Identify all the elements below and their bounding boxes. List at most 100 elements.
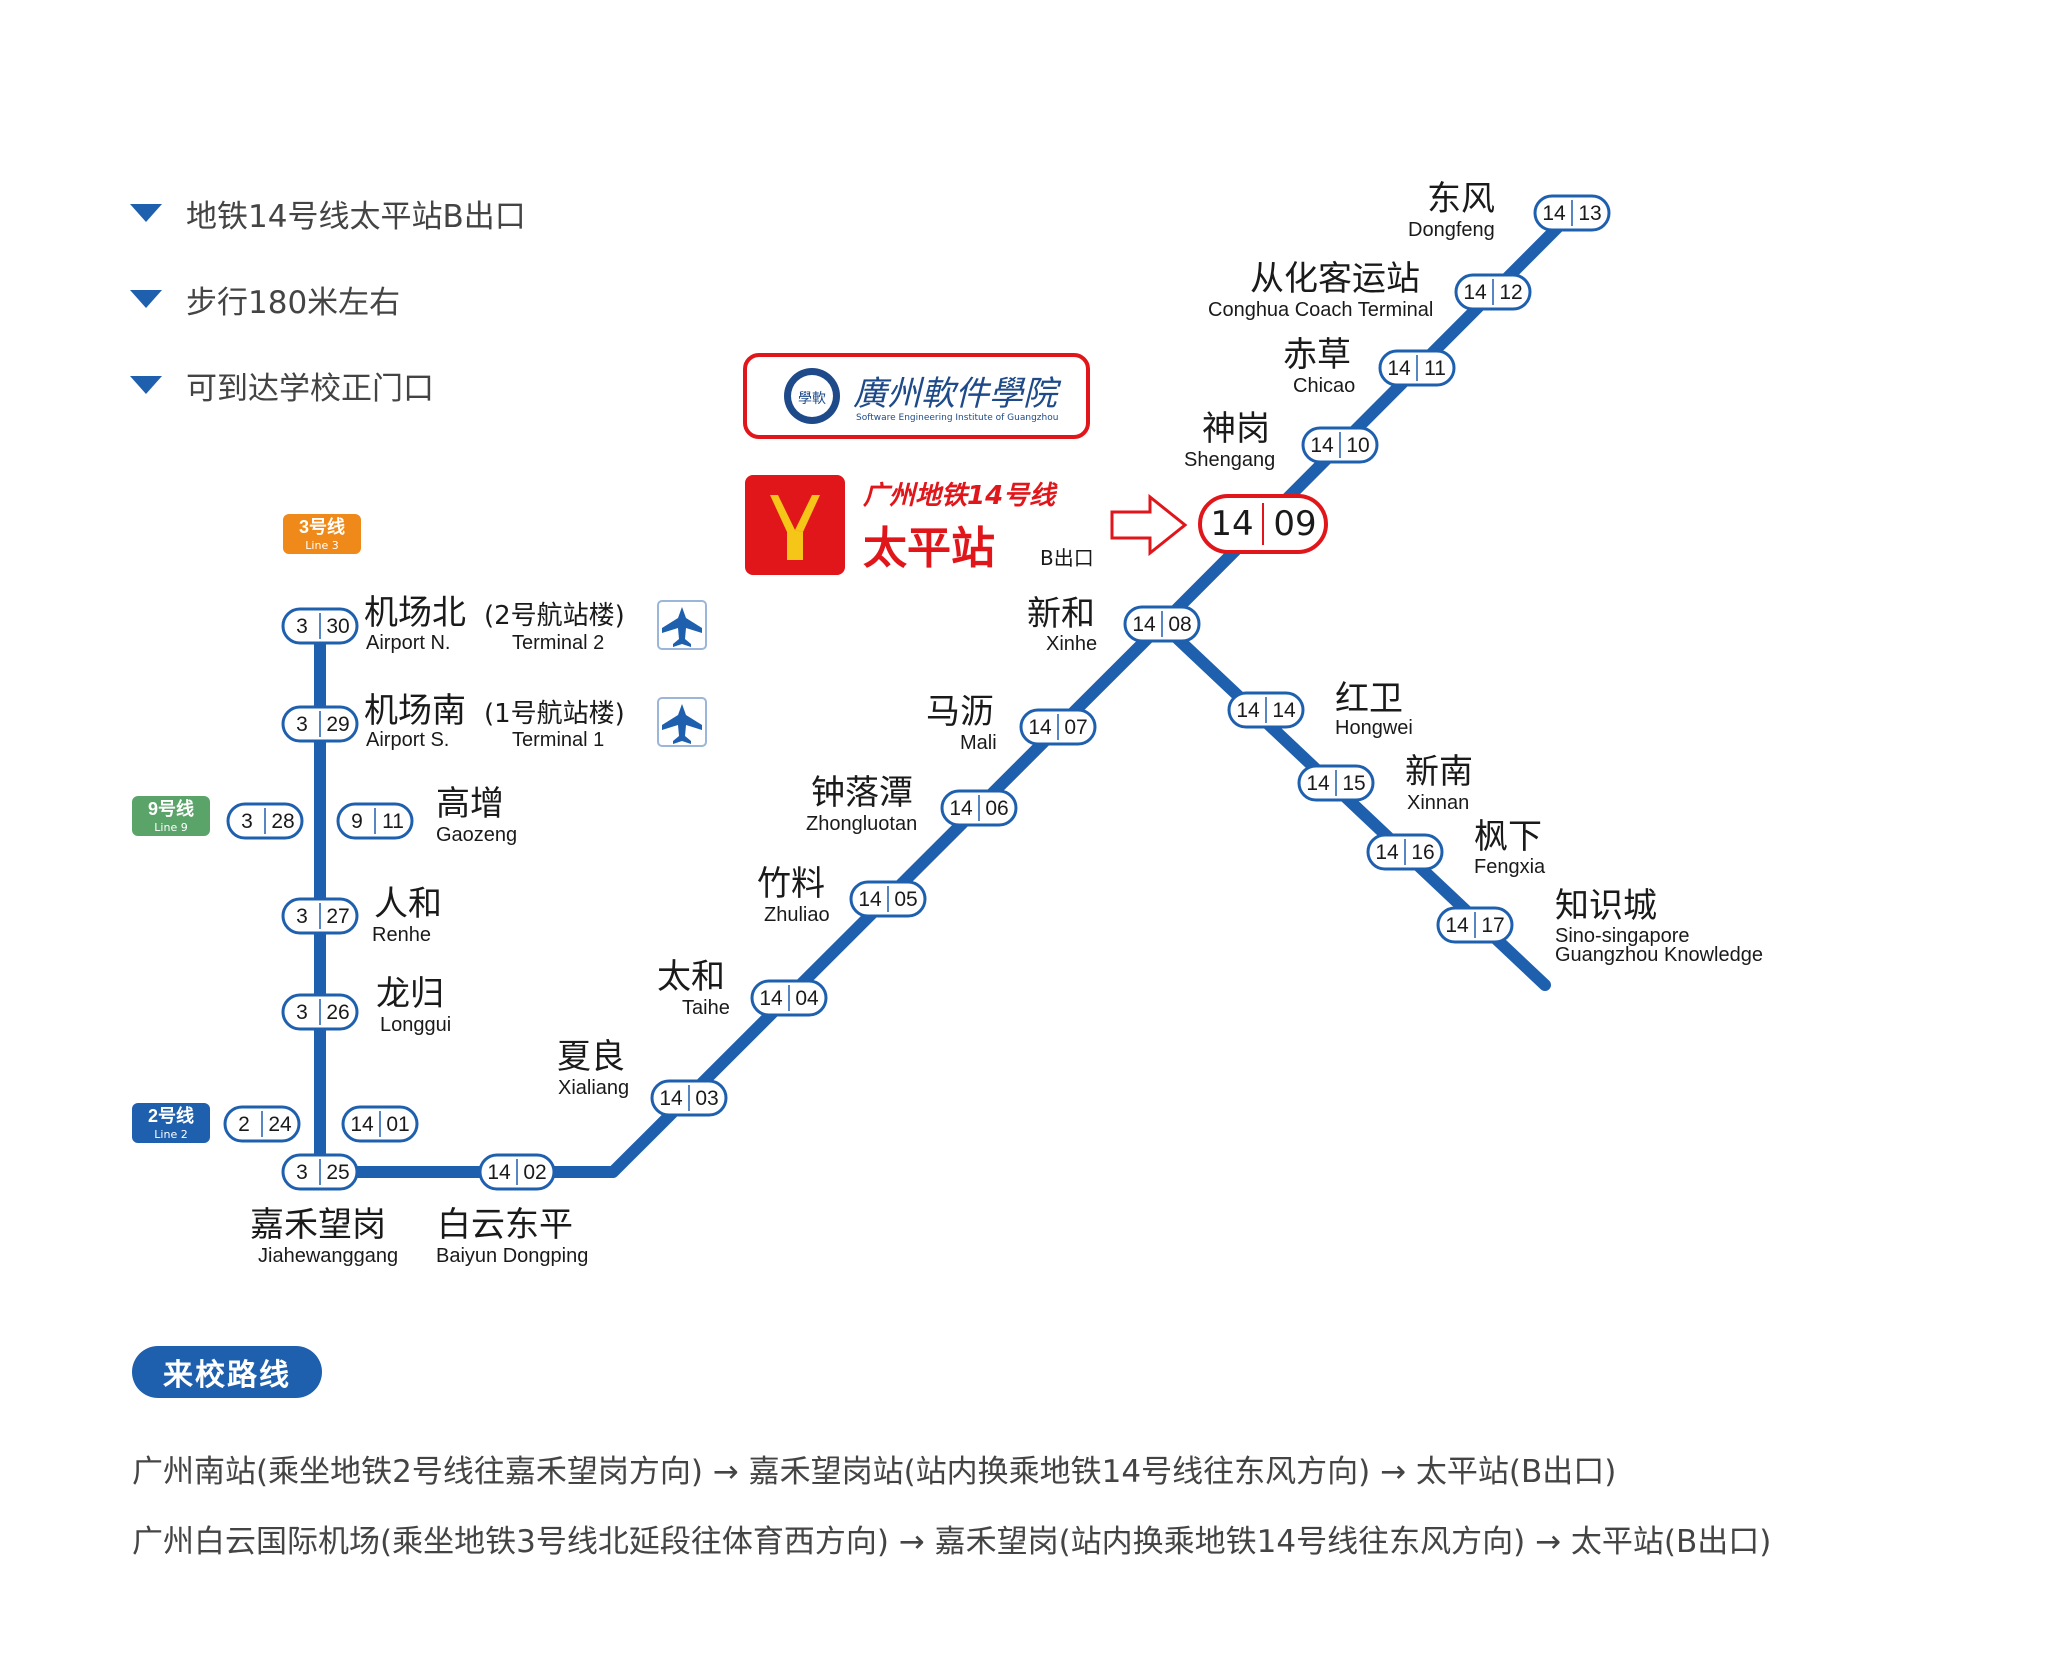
station-name-en: Mali: [960, 732, 997, 754]
station-badge-jiahe: 3 25: [281, 1153, 359, 1191]
station-name-en: Chicao: [1293, 375, 1355, 397]
badge-line-num: 9: [351, 810, 363, 833]
feature-line-title: 广州地铁14号线: [863, 481, 1058, 511]
school-logo: 學軟 廣州軟件學院 Software Engineering Institute…: [743, 353, 1090, 439]
badge-station-code: 05: [894, 888, 917, 911]
bullet-item: 步行180米左右: [130, 256, 526, 342]
badge-line-num: 3: [296, 1161, 308, 1184]
station-name-en: Gaozeng: [436, 824, 517, 846]
badge-line-num: 3: [296, 905, 308, 928]
badge-line-num: 3: [296, 1001, 308, 1024]
station-badge-conghua: 14 12: [1454, 273, 1532, 311]
terminal-label-zh: (1号航站楼): [484, 699, 625, 729]
station-name-en: Renhe: [372, 924, 431, 946]
bullet-item: 可到达学校正门口: [130, 342, 526, 428]
station-name-zh: 赤草: [1283, 335, 1351, 375]
station-name-en: Xialiang: [558, 1077, 629, 1099]
line2-tag-en: Line 2: [154, 1128, 187, 1141]
badge-station-code: 13: [1578, 202, 1601, 225]
badge-line-num: 14: [1306, 772, 1330, 795]
badge-station-code: 25: [326, 1161, 349, 1184]
badge-line-num: 14: [1310, 434, 1334, 457]
badge-station-code: 28: [271, 810, 294, 833]
station-name-en: Xinhe: [1046, 633, 1097, 655]
triangle-bullet-icon: [130, 376, 162, 394]
station-badge-zhuliao: 14 05: [849, 880, 927, 918]
school-name-zh: 廣州軟件學院: [853, 374, 1062, 414]
badge-station-code: 06: [985, 797, 1008, 820]
terminal-label-en: Terminal 1: [512, 729, 604, 751]
triangle-bullet-icon: [130, 290, 162, 308]
badge-line-num: 14: [1445, 914, 1469, 937]
station-name-en: Fengxia: [1474, 856, 1546, 878]
badge-line-num: 14: [1028, 716, 1052, 739]
badge-line-num: 3: [296, 713, 308, 736]
station-name-en: Guangzhou Knowledge: [1555, 944, 1763, 966]
station-badge-xinnan: 14 15: [1297, 764, 1375, 802]
badge-line-num: 14: [1542, 202, 1566, 225]
line9-tag-en: Line 9: [154, 821, 187, 834]
station-name-zh: 龙归: [376, 974, 444, 1014]
badge-line-num: 14: [858, 888, 882, 911]
station-name-en: Conghua Coach Terminal: [1208, 299, 1433, 321]
line3-tag-en: Line 3: [305, 539, 338, 552]
badge-station-code: 02: [523, 1161, 546, 1184]
station-badge-fengxia: 14 16: [1366, 833, 1444, 871]
station-name-en: Dongfeng: [1408, 219, 1495, 241]
badge-station-code: 04: [795, 987, 819, 1010]
station-name-en: Airport N.: [366, 632, 450, 654]
station-name-zh: 太和: [657, 957, 725, 997]
badge-station-code: 27: [326, 905, 349, 928]
badge-station-code: 15: [1342, 772, 1365, 795]
line2-tag: 2号线 Line 2: [132, 1103, 210, 1143]
station-name-zh: 钟落潭: [811, 773, 913, 813]
badge-station-code: 24: [268, 1113, 292, 1136]
badge-station-code: 12: [1499, 281, 1522, 304]
badge-station-code: 17: [1481, 914, 1504, 937]
station-name-zh: 白云东平: [437, 1205, 573, 1245]
station-name-en: Baiyun Dongping: [436, 1245, 588, 1267]
badge-station-code: 11: [382, 810, 404, 833]
route-label: 来校路线: [132, 1346, 322, 1398]
badge-station-code: 01: [386, 1113, 409, 1136]
badge-line-num: 14: [1132, 613, 1156, 636]
station-name-zh: 红卫: [1335, 679, 1403, 719]
station-name-zh: 竹料: [757, 864, 825, 904]
badge-station-code: 07: [1064, 716, 1087, 739]
badge-station-code: 16: [1411, 841, 1434, 864]
station-name-en: Longgui: [380, 1014, 451, 1036]
airplane-icon: [657, 697, 707, 747]
station-name-zh: 枫下: [1474, 817, 1542, 857]
station-name-zh: 人和: [374, 884, 442, 924]
station-name-zh: 机场北: [364, 593, 466, 633]
station-name-en: Zhuliao: [764, 904, 830, 926]
badge-station-code: 29: [326, 713, 349, 736]
triangle-bullet-icon: [130, 204, 162, 222]
station-name-zh: 机场南: [364, 691, 466, 731]
station-name-en: Airport S.: [366, 729, 449, 751]
badge-station-code: 03: [695, 1087, 718, 1110]
station-name-zh: 神岗: [1202, 409, 1270, 449]
station-badge-gaozeng_l9: 9 11: [336, 802, 414, 840]
station-name-en: Hongwei: [1335, 717, 1413, 739]
badge-station-code: 26: [326, 1001, 349, 1024]
badge-line-num: 14: [1236, 699, 1260, 722]
badge-line-num: 14: [1463, 281, 1487, 304]
station-badge-xinhe: 14 08: [1123, 605, 1201, 643]
badge-line-num: 14: [1375, 841, 1399, 864]
route-text: 广州白云国际机场(乘坐地铁3号线北延段往体育西方向) → 嘉禾望岗(站内换乘地铁…: [132, 1524, 1772, 1560]
station-name-zh: 嘉禾望岗: [250, 1205, 386, 1245]
badge-line-num: 3: [296, 615, 308, 638]
metro-logo-icon: [745, 475, 845, 575]
bullet-text: 地铁14号线太平站B出口: [186, 198, 526, 235]
badge-line-num: 14: [949, 797, 973, 820]
badge-station-code: 08: [1168, 613, 1191, 636]
station-name-zh: 马沥: [926, 692, 994, 732]
